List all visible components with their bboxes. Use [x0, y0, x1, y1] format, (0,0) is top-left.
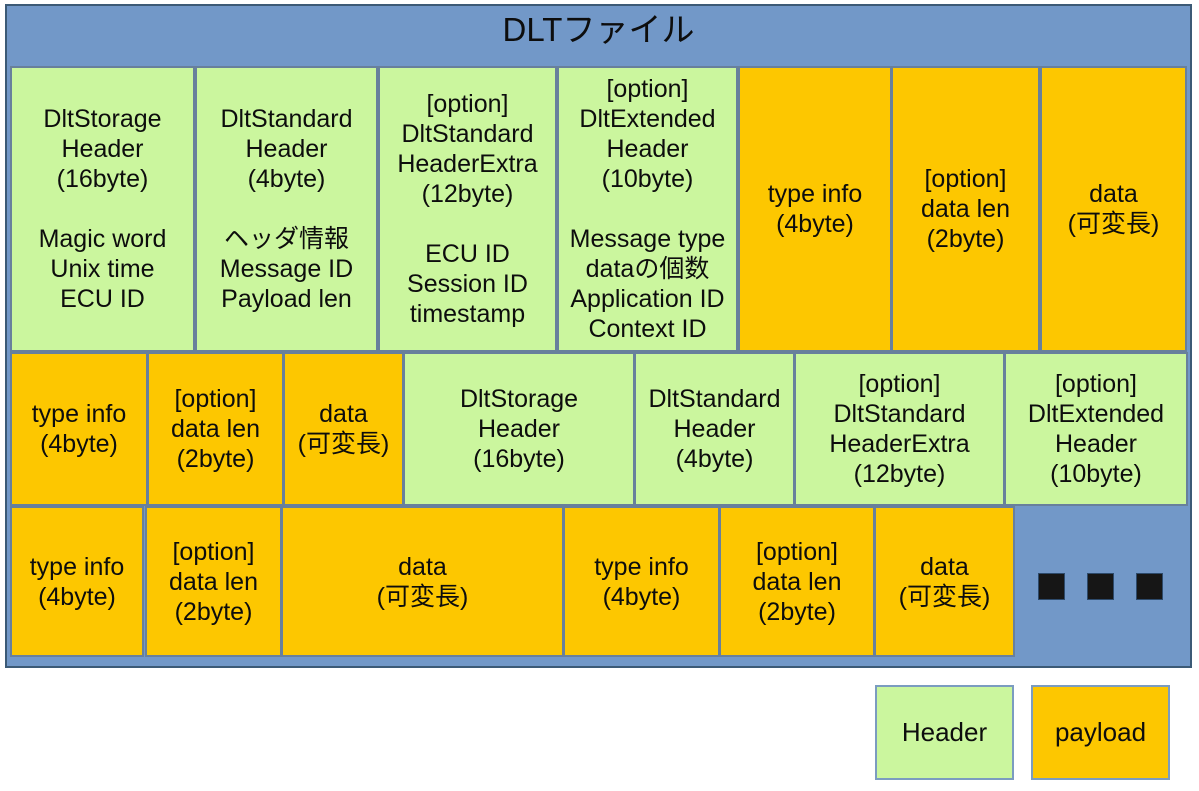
cell-r2-dlt-storage-header: DltStorage Header (16byte)	[403, 352, 635, 506]
cell-r3-type-info-2: type info (4byte)	[563, 506, 720, 657]
cell-r3-data-len-1: [option] data len (2byte)	[145, 506, 282, 657]
cell-r2-data-len: [option] data len (2byte)	[147, 352, 284, 506]
cell-r1-dlt-standard-header: DltStandard Header (4byte) ヘッダ情報 Message…	[195, 66, 378, 352]
cell-r2-data: data (可変長)	[283, 352, 404, 506]
cell-r3-type-info-1: type info (4byte)	[10, 506, 144, 657]
cell-r3-data-len-2: [option] data len (2byte)	[719, 506, 875, 657]
cell-r2-dlt-standard-header-extra: [option] DltStandard HeaderExtra (12byte…	[794, 352, 1005, 506]
cell-r3-data-1: data (可変長)	[281, 506, 564, 657]
ellipsis-squares	[1038, 573, 1163, 600]
cell-r1-dlt-extended-header: [option] DltExtended Header (10byte) Mes…	[557, 66, 738, 352]
legend-payload-swatch: payload	[1031, 685, 1170, 780]
cell-r2-dlt-standard-header: DltStandard Header (4byte)	[634, 352, 795, 506]
cell-r1-dlt-storage-header: DltStorage Header (16byte) Magic word Un…	[10, 66, 195, 352]
cell-r2-type-info: type info (4byte)	[10, 352, 148, 506]
diagram-title: DLTファイル	[502, 11, 695, 48]
cell-r2-dlt-extended-header: [option] DltExtended Header (10byte)	[1004, 352, 1188, 506]
ellipsis-square	[1038, 573, 1065, 600]
cell-r1-type-info: type info (4byte)	[738, 66, 892, 352]
cell-r1-dlt-standard-header-extra: [option] DltStandard HeaderExtra (12byte…	[378, 66, 557, 352]
cell-r3-data-2: data (可変長)	[874, 506, 1015, 657]
ellipsis-square	[1087, 573, 1114, 600]
cell-r1-data: data (可変長)	[1040, 66, 1187, 352]
legend-header-swatch: Header	[875, 685, 1014, 780]
ellipsis-square	[1136, 573, 1163, 600]
cell-r1-data-len: [option] data len (2byte)	[891, 66, 1040, 352]
